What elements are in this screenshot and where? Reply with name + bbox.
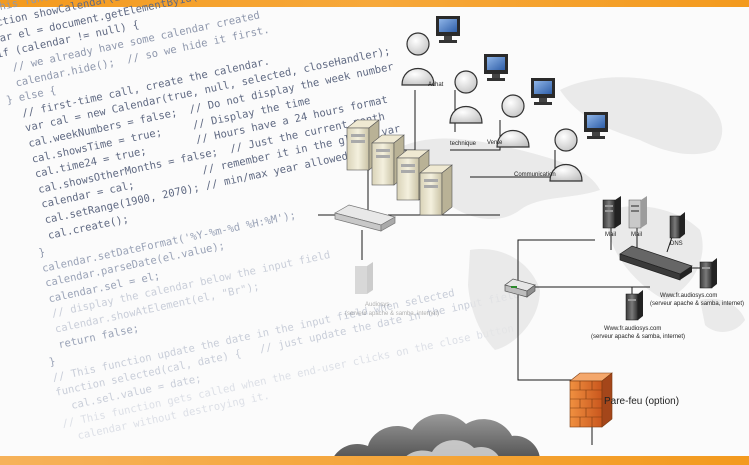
faded-server: Audiosys (serveur apache & samba, intern…	[345, 262, 439, 317]
user-icon	[449, 70, 483, 124]
server-web-center	[625, 290, 643, 321]
faded-label-2: (serveur apache & samba, internet)	[345, 311, 439, 317]
firewall-label: Pare-feu (option)	[604, 396, 679, 407]
web-center-label-1: Www.fr.audiosys.com	[604, 326, 661, 332]
server-tower-icon	[669, 212, 685, 239]
monitor-icon	[584, 112, 608, 139]
server-mail-1: Mail	[602, 196, 621, 238]
server-tower-icon	[628, 196, 647, 229]
switch-icon	[334, 204, 396, 232]
label-achat: Achat	[428, 82, 444, 88]
server-tower-icon	[699, 258, 717, 289]
server-tower-icon	[355, 262, 373, 294]
router-icon	[504, 278, 536, 298]
user-achat	[401, 16, 460, 86]
server-dns: DNS	[669, 212, 685, 247]
world-map-icon	[395, 77, 745, 350]
user-icon	[496, 94, 530, 148]
monitor-icon	[531, 78, 555, 105]
label-vente: Vente	[487, 140, 503, 146]
web-right-label-2: (serveur apache & samba, internet)	[650, 301, 744, 307]
server-tower-icon	[602, 196, 621, 229]
mail-label-1: Mail	[605, 232, 616, 238]
server-tower-icon	[625, 290, 643, 321]
user-icon	[549, 128, 583, 182]
dns-label: DNS	[670, 241, 683, 247]
web-right-label-1: Www.fr.audiosys.com	[660, 293, 717, 299]
web-center-label-2: (serveur apache & samba, internet)	[591, 334, 685, 340]
label-technique: technique	[450, 141, 477, 147]
monitor-icon	[484, 54, 508, 81]
server-mail-2: Mail	[628, 196, 647, 238]
top-accent-bar	[0, 0, 749, 7]
user-communication	[549, 112, 608, 182]
user-vente	[496, 78, 555, 148]
server-tower-icon	[419, 164, 453, 216]
server-group	[346, 119, 453, 216]
firewall-icon	[569, 372, 613, 428]
mail-label-2: Mail	[631, 232, 642, 238]
faded-label-1: Audiosys	[365, 302, 389, 308]
bottom-accent-bar	[0, 456, 749, 465]
server-web-right	[699, 258, 717, 289]
user-icon	[401, 32, 435, 86]
user-technique	[449, 54, 508, 124]
label-communication: Communication	[514, 172, 556, 178]
monitor-icon	[436, 16, 460, 43]
switch-icon	[619, 245, 693, 281]
